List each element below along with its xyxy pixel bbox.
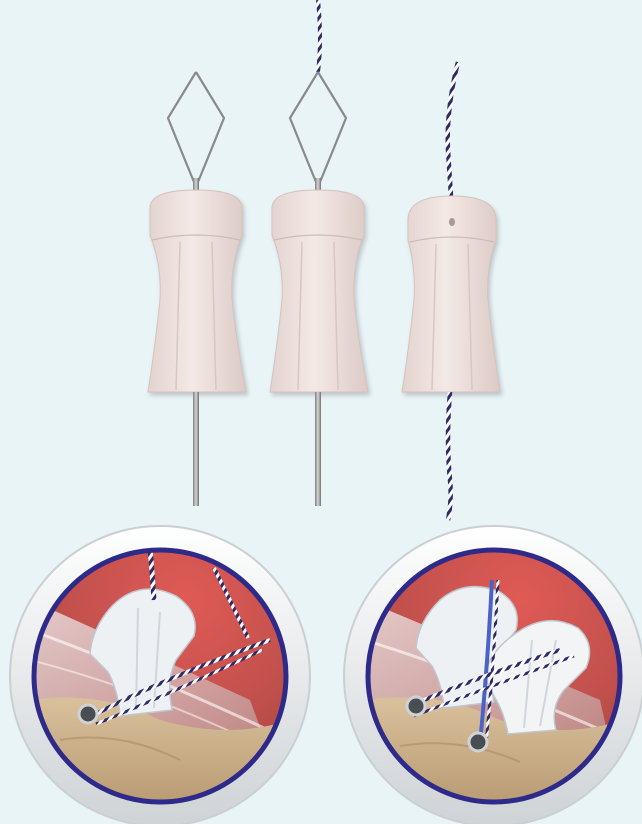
threader-device-1 (148, 72, 246, 506)
threader-device-3 (402, 62, 500, 520)
wire-loop-1 (168, 72, 224, 182)
suture-strand-2 (318, 0, 320, 72)
suture-strand-3-top (448, 62, 458, 212)
bone-anchor-right-1 (407, 697, 425, 715)
threader-device-2 (270, 0, 368, 506)
device-body-2 (270, 190, 368, 392)
suture-strand-3-bottom (448, 392, 451, 520)
bone-anchor-left (79, 705, 97, 723)
detail-circle-right (344, 526, 642, 824)
wire-loop-2 (290, 72, 346, 182)
device-body-1 (148, 190, 246, 392)
detail-circle-left (10, 526, 310, 824)
bone-anchor-right-2 (469, 733, 487, 751)
device-body-3 (402, 196, 500, 392)
